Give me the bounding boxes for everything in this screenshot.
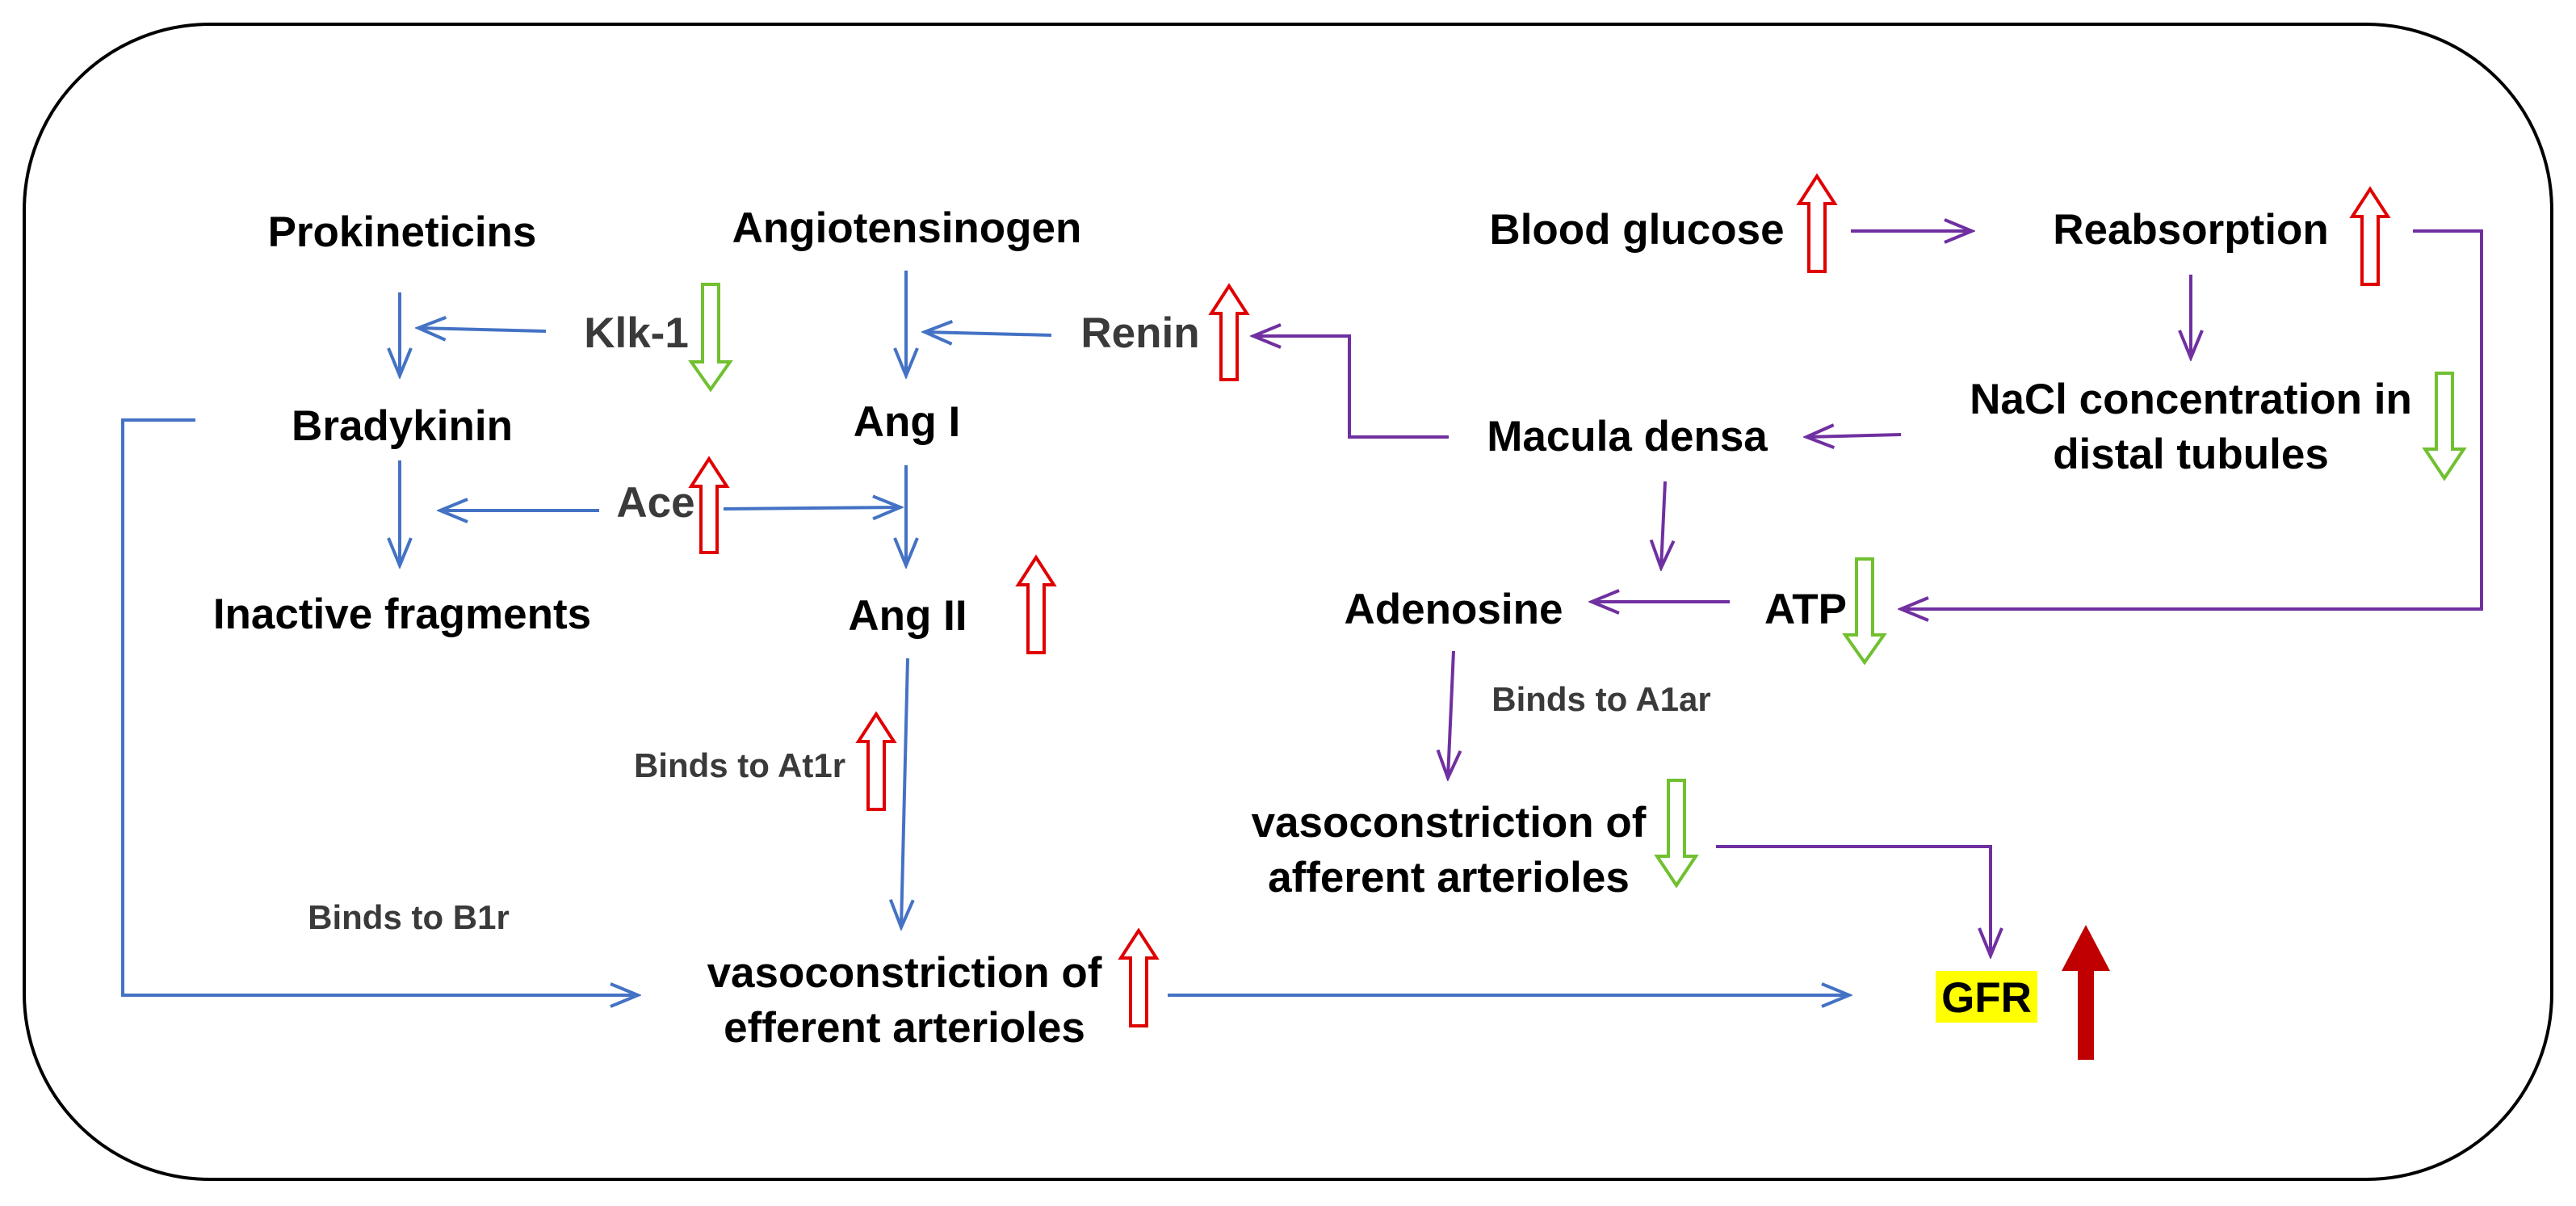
label-bradykinin: Bradykinin xyxy=(292,402,513,450)
arrow-macula-densa-to-renin xyxy=(1253,336,1449,439)
arrow-renin-to-angiotensinogen-path xyxy=(925,332,1052,335)
label-ang1: Ang I xyxy=(854,398,960,446)
label-macula-densa: Macula densa xyxy=(1487,413,1768,460)
gfr-up-arrow-icon xyxy=(2062,925,2110,1060)
nacl-down-indicator-icon xyxy=(2422,372,2467,481)
indicator-arrows xyxy=(688,173,2467,1027)
blood-glucose-up-indicator-icon xyxy=(1796,173,1838,273)
label-ang2: Ang II xyxy=(848,592,967,640)
label-nacl-line2: distal tubules xyxy=(2053,431,2329,478)
arrow-klk1-to-prokineticin-path xyxy=(418,328,547,331)
purple-arrows xyxy=(1253,229,2483,956)
arrow-nacl-to-macula-densa xyxy=(1806,435,1902,437)
label-atp: ATP xyxy=(1764,586,1847,633)
node-labels: Prokineticins Angiotensinogen Klk-1 Reni… xyxy=(213,204,2412,1052)
label-binds-b1r: Binds to B1r xyxy=(308,898,510,936)
label-adenosine: Adenosine xyxy=(1345,586,1563,633)
klk1-down-indicator-icon xyxy=(688,283,733,393)
label-binds-a1ar: Binds to A1ar xyxy=(1491,680,1710,718)
blue-arrows xyxy=(121,271,1849,995)
arrow-ace-to-ang1-path xyxy=(723,507,900,509)
arrow-ang2-to-efferent xyxy=(901,658,908,927)
label-prokineticins: Prokineticins xyxy=(268,208,537,256)
label-binds-at1r: Binds to At1r xyxy=(634,746,845,784)
diagram-frame xyxy=(23,23,2553,1181)
label-klk1: Klk-1 xyxy=(584,309,689,357)
ang2-up-indicator-icon xyxy=(1015,554,1057,654)
label-blood-glucose: Blood glucose xyxy=(1489,206,1784,254)
label-inactive-fragments: Inactive fragments xyxy=(213,590,591,638)
afferent-down-indicator-icon xyxy=(1654,779,1699,889)
atp-down-indicator-icon xyxy=(1842,557,1887,666)
arrow-bradykinin-to-efferent xyxy=(121,418,638,995)
efferent-up-indicator-icon xyxy=(1118,927,1160,1027)
arrow-afferent-to-gfr xyxy=(1716,845,1991,956)
arrow-adenosine-to-afferent xyxy=(1448,650,1454,778)
renin-up-indicator-icon xyxy=(1208,283,1250,381)
label-efferent-line2: efferent arterioles xyxy=(724,1004,1085,1052)
gfr-highlight xyxy=(1936,971,2037,1023)
label-efferent-line1: vasoconstriction of xyxy=(707,949,1102,997)
ace-up-indicator-icon xyxy=(688,456,730,554)
label-renin: Renin xyxy=(1080,309,1199,357)
label-reabsorption: Reabsorption xyxy=(2053,206,2329,254)
at1r-up-indicator-icon xyxy=(855,711,897,811)
label-gfr: GFR xyxy=(1941,974,2032,1022)
label-ace: Ace xyxy=(616,479,694,527)
arrow-macula-densa-to-atp-path xyxy=(1661,481,1665,568)
reabsorption-up-indicator-icon xyxy=(2349,186,2391,286)
label-angiotensinogen: Angiotensinogen xyxy=(732,204,1082,252)
label-nacl-line1: NaCl concentration in xyxy=(1970,376,2412,423)
label-afferent-line2: afferent arterioles xyxy=(1268,854,1630,901)
label-afferent-line1: vasoconstriction of xyxy=(1252,799,1647,847)
arrow-reabsorption-to-atp xyxy=(1901,229,2483,609)
